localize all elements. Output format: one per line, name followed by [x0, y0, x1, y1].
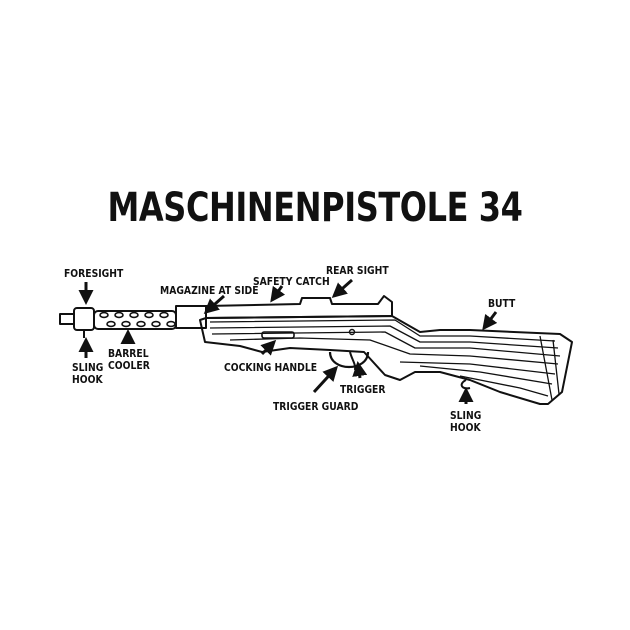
rear-sling-hook — [460, 379, 471, 390]
butt-arrow — [482, 311, 498, 331]
trigger-arrow — [352, 361, 368, 379]
trigger-guard-shape — [328, 351, 370, 368]
receiver — [205, 295, 393, 319]
label-foresight: FORESIGHT — [64, 267, 124, 280]
label-cocking-handle: COCKING HANDLE — [224, 361, 318, 374]
label-sling-hook-front-2: HOOK — [72, 373, 103, 386]
label-butt: BUTT — [488, 297, 516, 310]
diagram-title: MASCHINENPISTOLE 34 — [107, 185, 523, 231]
gun-silhouette — [59, 295, 573, 405]
muzzle — [59, 313, 75, 325]
stock — [199, 315, 573, 405]
rear-sight-arrow — [331, 278, 353, 298]
label-sling-hook-rear-2: HOOK — [450, 421, 481, 434]
label-rear-sight: REAR SIGHT — [326, 264, 389, 277]
cocking-handle-shape — [261, 331, 295, 339]
safety-catch-arrow — [270, 285, 286, 303]
label-trigger: TRIGGER — [340, 383, 386, 396]
label-magazine-at-side: MAGAZINE AT SIDE — [160, 284, 259, 297]
label-sling-hook-front-1: SLING — [72, 361, 104, 374]
label-safety-catch: SAFETY CATCH — [253, 275, 330, 288]
callout-arrows — [78, 278, 498, 404]
label-trigger-guard: TRIGGER GUARD — [273, 400, 359, 413]
label-barrel-cooler-2: COOLER — [108, 359, 150, 372]
label-barrel-cooler-1: BARREL — [108, 347, 149, 360]
cooler-slots — [99, 311, 176, 328]
trigger-guard-arrow — [312, 365, 339, 394]
cocking-handle-arrow — [260, 339, 277, 356]
label-sling-hook-rear-1: SLING — [450, 409, 482, 422]
foresight-block — [73, 307, 95, 331]
magazine-arrow — [203, 294, 225, 314]
